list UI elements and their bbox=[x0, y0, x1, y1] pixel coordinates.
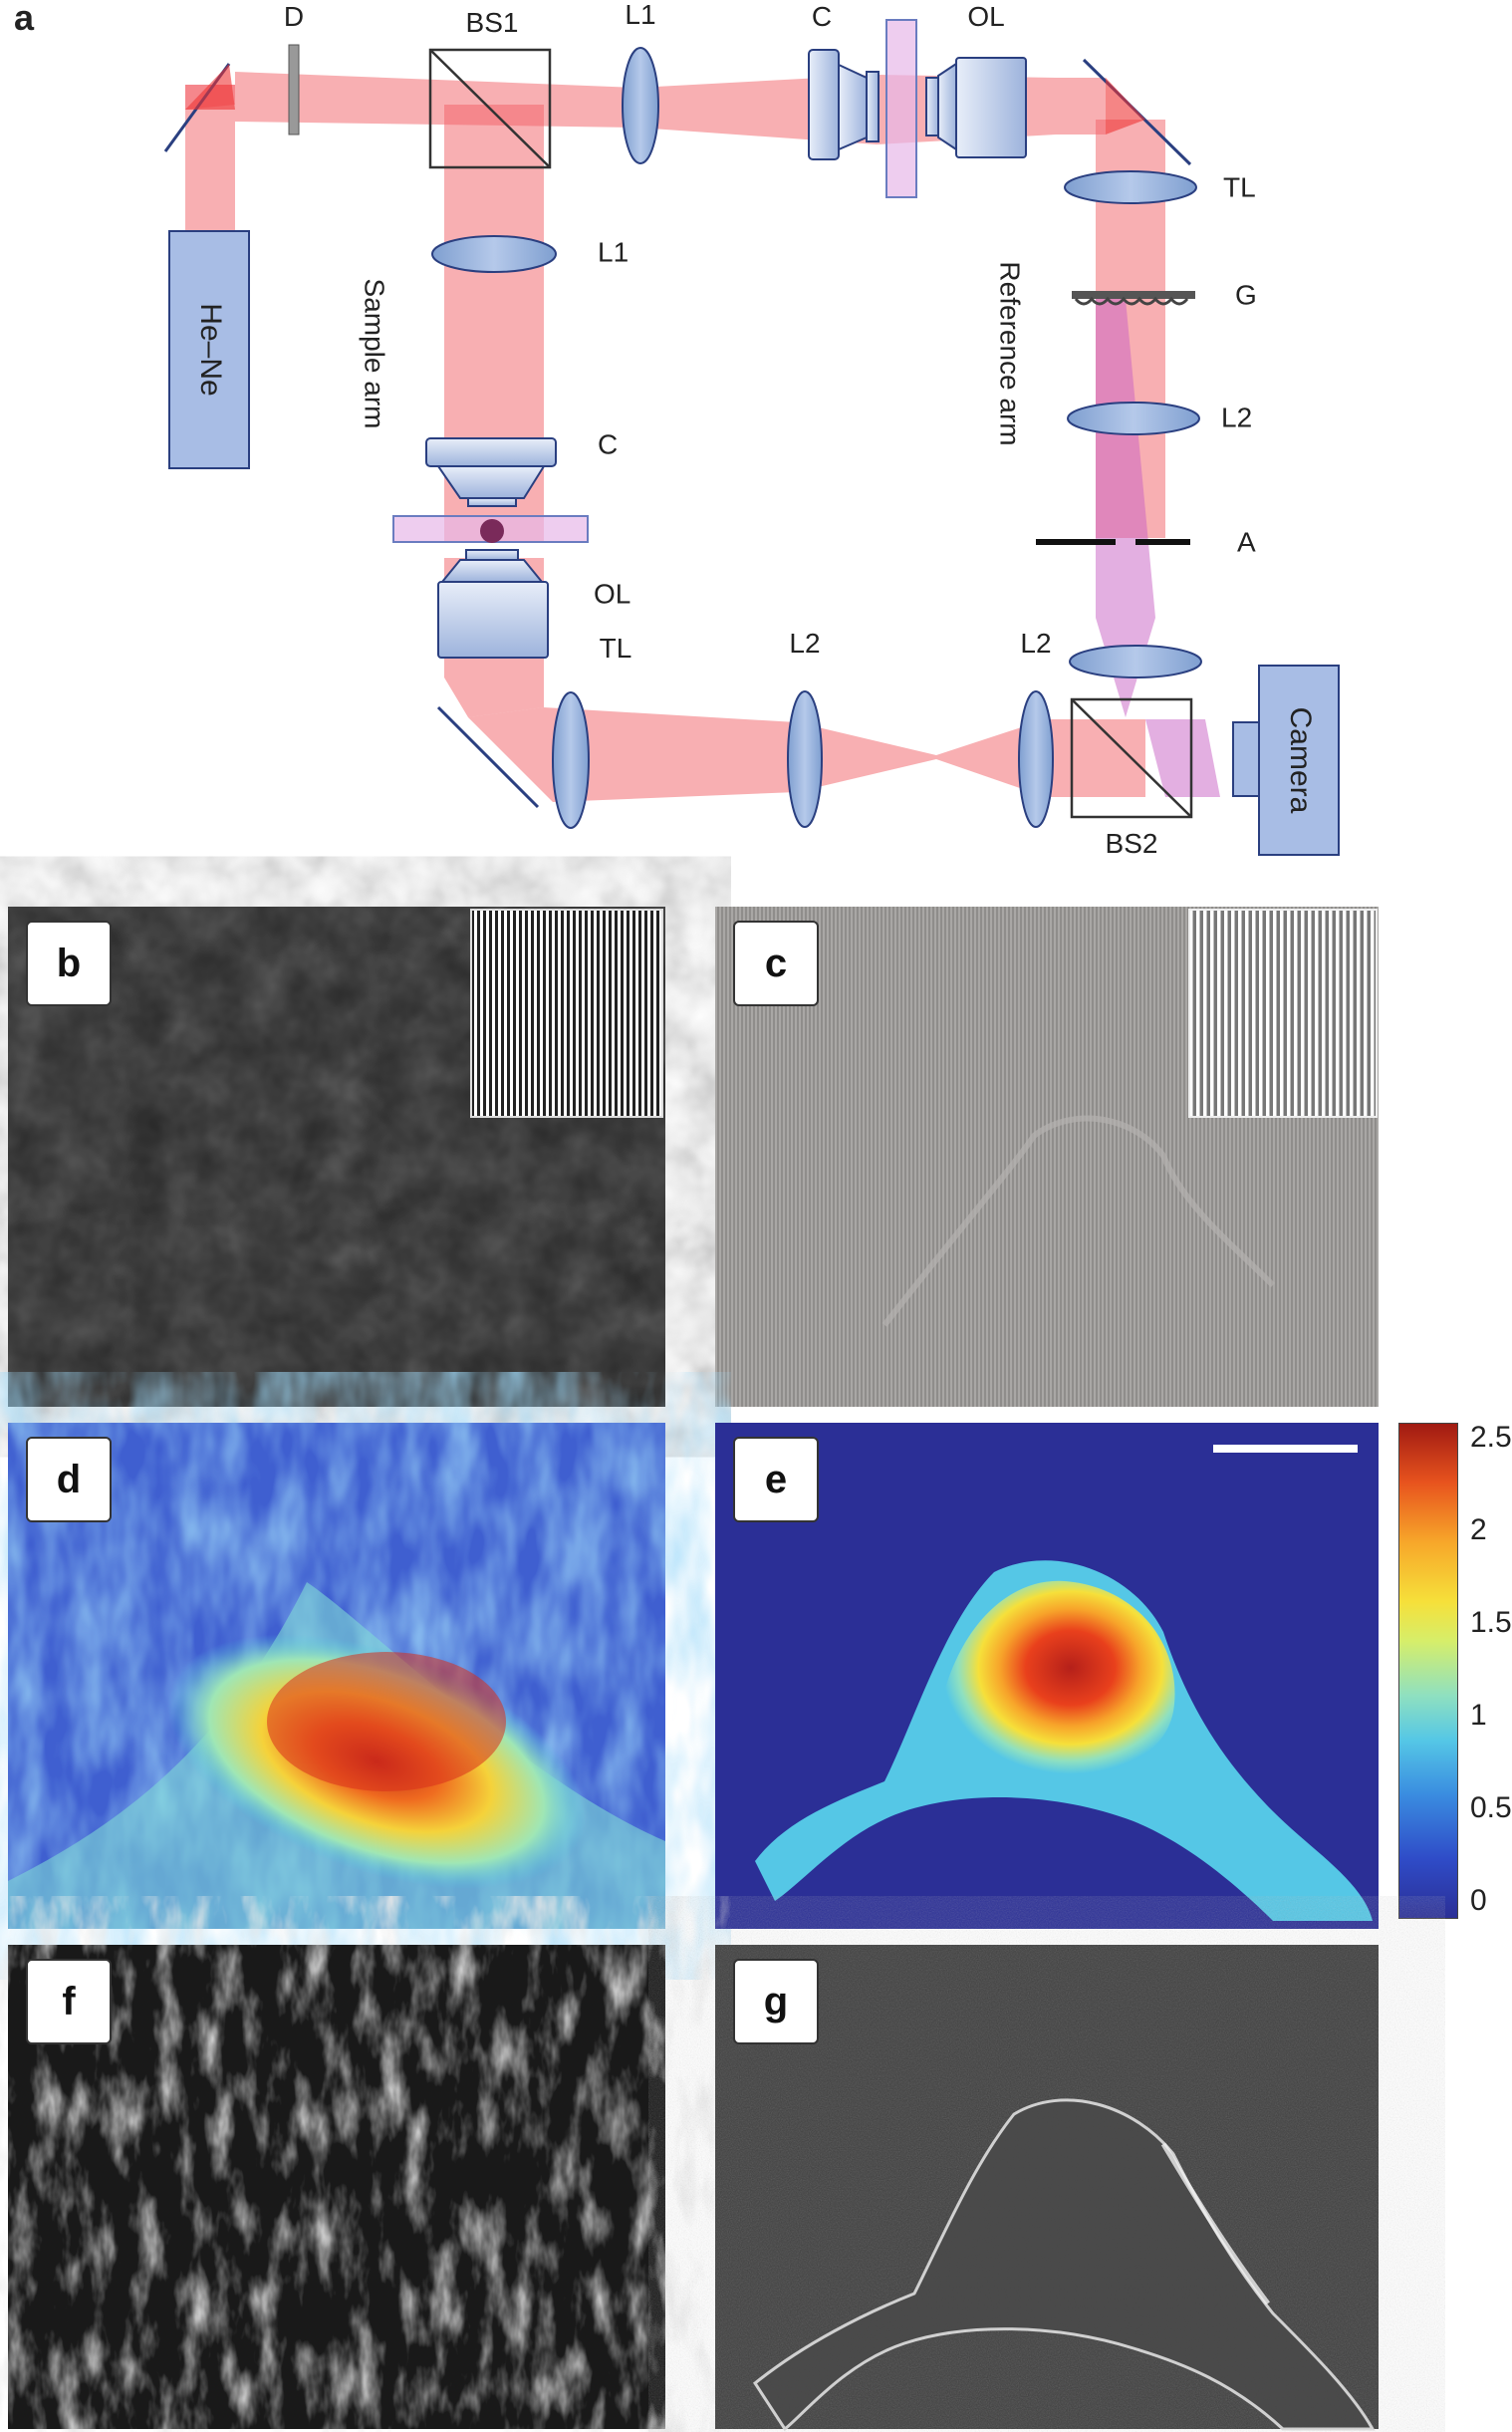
panel-b-letter: b bbox=[26, 921, 112, 1006]
lens-l2-bottom-mid bbox=[787, 690, 823, 828]
camera-label: Camera bbox=[1284, 707, 1317, 814]
mirror-bottom-left bbox=[436, 705, 540, 809]
sample-cell bbox=[480, 519, 504, 543]
diffuser-d bbox=[288, 44, 300, 135]
interferogram-cell bbox=[715, 907, 1379, 1407]
beamsplitter-bs1 bbox=[428, 48, 552, 169]
label-tl-sample: TL bbox=[600, 633, 632, 664]
camera-lens-mount bbox=[1232, 721, 1260, 797]
phase-map-speckle bbox=[8, 1423, 665, 1929]
mirror-reflection-tl bbox=[185, 64, 235, 110]
panel-c: c bbox=[715, 907, 1379, 1407]
optical-setup-diagram: a bbox=[14, 0, 1340, 859]
panel-f-letter: f bbox=[26, 1959, 112, 2044]
laser-label: He–Ne bbox=[194, 303, 227, 396]
objective-ol-top bbox=[925, 57, 1027, 158]
label-bs2: BS2 bbox=[1106, 828, 1158, 859]
sample-slide-top bbox=[885, 19, 917, 198]
colorbar-tick-2: 2 bbox=[1470, 1513, 1487, 1546]
dic-image-speckle bbox=[8, 1945, 665, 2429]
colorbar-tick-1.5: 1.5 bbox=[1470, 1606, 1512, 1639]
label-g: G bbox=[1235, 279, 1257, 310]
objective-ol-sample bbox=[437, 549, 549, 659]
label-l2-ref: L2 bbox=[1221, 402, 1252, 432]
phase-map-cell bbox=[755, 1445, 1373, 1921]
label-d: D bbox=[284, 1, 304, 32]
panel-d: d bbox=[8, 1423, 665, 1929]
panel-c-letter: c bbox=[733, 921, 819, 1006]
lens-l2-bottom-right bbox=[1018, 690, 1054, 828]
dic-image-cell bbox=[715, 1945, 1379, 2432]
interferogram-speckle bbox=[8, 907, 665, 1407]
reference-arm-label: Reference arm bbox=[995, 261, 1026, 445]
panel-a-letter: a bbox=[14, 0, 35, 38]
label-c-top: C bbox=[812, 1, 832, 32]
colorbar-tick-0.5: 0.5 bbox=[1470, 1791, 1512, 1824]
label-ol-top: OL bbox=[967, 1, 1004, 32]
panel-d-letter: d bbox=[26, 1437, 112, 1522]
laser-he-ne bbox=[168, 230, 250, 469]
panel-b: b bbox=[8, 907, 665, 1407]
fringe-inset-b bbox=[470, 909, 663, 1118]
condenser-c-sample bbox=[425, 437, 557, 507]
lens-tl-sample bbox=[552, 691, 590, 829]
label-bs1: BS1 bbox=[466, 7, 519, 38]
colorbar-tick-2.5: 2.5 bbox=[1470, 1421, 1512, 1454]
label-c-sample: C bbox=[598, 428, 618, 459]
fringe-inset-c bbox=[1188, 909, 1378, 1118]
colorbar-tick-0: 0 bbox=[1470, 1884, 1487, 1917]
panel-g: g bbox=[715, 1945, 1379, 2432]
lens-l1-top bbox=[622, 47, 659, 164]
panel-f: f bbox=[8, 1945, 665, 2429]
label-l1-top: L1 bbox=[625, 0, 655, 30]
lens-l2-ref bbox=[1067, 402, 1200, 435]
label-ol-sample: OL bbox=[594, 578, 630, 609]
scale-bar bbox=[1213, 1445, 1358, 1453]
label-tl-ref: TL bbox=[1223, 171, 1256, 202]
mirror-reflection-tr bbox=[1106, 78, 1145, 135]
condenser-c-top bbox=[808, 49, 880, 160]
colorbar-tick-1: 1 bbox=[1470, 1699, 1487, 1732]
label-l1-sample: L1 bbox=[598, 236, 629, 267]
label-a: A bbox=[1237, 526, 1256, 557]
camera bbox=[1258, 665, 1340, 856]
label-l2-bottom-right: L2 bbox=[1020, 628, 1051, 659]
panel-e: e bbox=[715, 1423, 1379, 1929]
lens-l2-ref-bottom bbox=[1069, 645, 1202, 678]
sample-arm-label: Sample arm bbox=[360, 279, 390, 429]
colorbar bbox=[1398, 1423, 1458, 1919]
lens-l1-sample bbox=[431, 235, 557, 273]
label-l2-bottom-mid: L2 bbox=[789, 628, 820, 659]
beamsplitter-bs2 bbox=[1070, 697, 1193, 819]
grating-g bbox=[1072, 291, 1195, 306]
panel-e-letter: e bbox=[733, 1437, 819, 1522]
panel-g-letter: g bbox=[733, 1959, 819, 2044]
lens-tl-ref bbox=[1064, 170, 1197, 204]
